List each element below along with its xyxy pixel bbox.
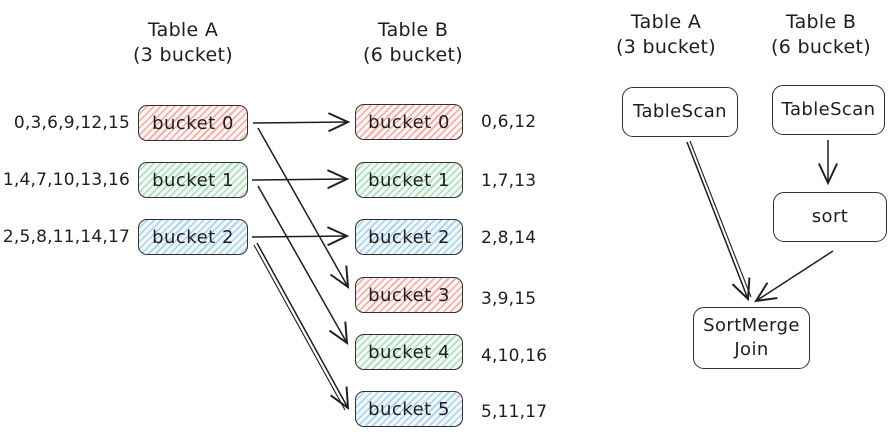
table-b-bucket0-rows: 0,6,12 [481,112,537,132]
arrow-scana-to-join-sketch-stroke [689,140,752,298]
arrow-a1-to-b4 [257,185,349,346]
table-b-bucket3: bucket 3 [355,277,463,313]
table-a-bucket2: bucket 2 [138,219,248,255]
bucket-table-b-title: Table B (6 bucket) [343,18,483,68]
bucket-table-a-title-line2: (3 bucket) [133,44,233,66]
plan-table-b-title: Table B (6 bucket) [751,10,891,60]
table-b-bucket4-rows: 4,10,16 [481,346,548,366]
plan-node-tablescan-b: TableScan [772,85,885,135]
table-b-bucket5-rows: 5,11,17 [481,402,548,422]
table-b-bucket3-rows: 3,9,15 [481,289,537,309]
plan-table-a-title-line2: (3 bucket) [616,36,716,58]
arrow-a0-to-b0 [252,112,351,133]
table-b-bucket1: bucket 1 [355,162,463,198]
plan-table-a-title: Table A (3 bucket) [596,10,736,60]
table-a-bucket0-rows: 0,3,6,9,12,15 [13,113,130,133]
plan-node-sort: sort [773,192,887,242]
table-b-bucket5: bucket 5 [355,391,463,427]
plan-node-tablescan-a: TableScan [622,87,738,137]
table-b-bucket2-rows: 2,8,14 [481,228,537,248]
bucket-table-b-title-line1: Table B [377,19,449,41]
plan-table-b-title-line2: (6 bucket) [771,36,871,58]
table-b-bucket0: bucket 0 [355,104,463,140]
table-a-bucket1: bucket 1 [138,162,248,198]
arrow-sort-to-join [754,250,834,303]
arrow-a1-to-b1 [251,169,350,190]
bucket-table-a-title: Table A (3 bucket) [113,18,253,68]
table-a-bucket2-rows: 2,5,8,11,14,17 [2,227,130,247]
plan-node-sortmerge-join-line2: Join [734,339,769,360]
plan-node-sortmerge-join: SortMerge Join [693,307,810,369]
plan-node-sortmerge-join-line1: SortMerge [703,315,800,336]
table-a-bucket0: bucket 0 [138,105,248,141]
table-b-bucket4: bucket 4 [355,334,463,370]
arrow-scana-to-join [686,141,751,302]
plan-table-a-title-line1: Table A [630,11,702,33]
table-b-bucket1-rows: 1,7,13 [481,171,537,191]
arrow-a2-to-b2 [251,226,350,247]
bucket-table-a-title-line1: Table A [147,19,219,41]
table-a-bucket1-rows: 1,4,7,10,13,16 [2,170,130,190]
arrow-a2-to-b5 [256,242,350,411]
arrow-a0-to-b3 [257,127,350,290]
arrow-a2-to-b5-sketch-stroke [253,244,346,411]
table-b-bucket2: bucket 2 [355,219,463,255]
bucket-table-b-title-line2: (6 bucket) [363,44,463,66]
plan-table-b-title-line1: Table B [785,11,857,33]
